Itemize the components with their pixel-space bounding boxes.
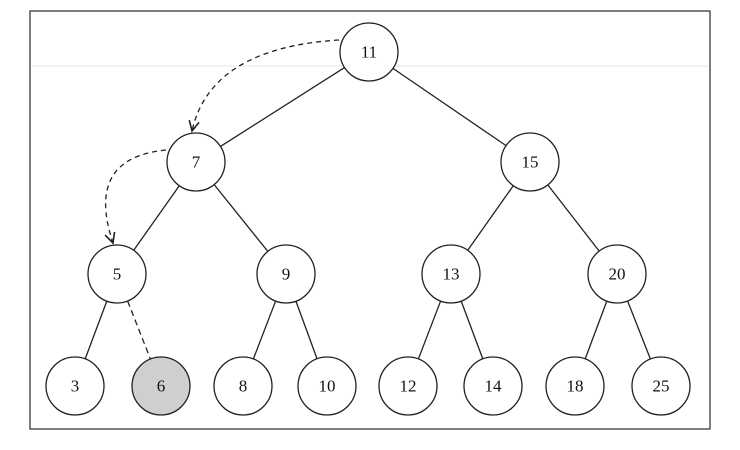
node-label: 14: [485, 377, 503, 396]
edge-n20-n25: [626, 300, 652, 360]
tree-node-7: 7: [166, 132, 226, 192]
tree-node-5: 5: [87, 244, 147, 304]
node-circle: [631, 356, 691, 416]
node-circle: [339, 22, 399, 82]
node-circle: [545, 356, 605, 416]
tree-node-15: 15: [500, 132, 560, 192]
edge-n15-n20: [547, 184, 600, 252]
node-circle: [213, 356, 273, 416]
node-circle: [297, 356, 357, 416]
node-circle: [87, 244, 147, 304]
edge-n7-n5: [133, 185, 180, 251]
tree-node-13: 13: [421, 244, 481, 304]
diagram-frame: [29, 10, 711, 430]
node-circle: [421, 244, 481, 304]
node-circle: [587, 244, 647, 304]
nodes-layer: 11 7 15 5 9 13 20 3 6 8 10 12 14 18 25: [45, 22, 691, 416]
tree-node-20: 20: [587, 244, 647, 304]
node-label: 8: [239, 377, 248, 396]
arrowhead-icon: [188, 119, 200, 133]
edge-n20-n18: [584, 300, 608, 360]
edge-n15-n13: [467, 185, 514, 251]
edge-n13-n14: [460, 300, 484, 360]
tree-node-25: 25: [631, 356, 691, 416]
edge-n7-n9: [213, 184, 269, 252]
node-circle: [166, 132, 226, 192]
node-label: 20: [609, 265, 626, 284]
edges-layer: [84, 67, 652, 360]
edge-n5-n6: [126, 300, 152, 360]
tree-node-12: 12: [378, 356, 438, 416]
node-label: 5: [113, 265, 122, 284]
tree-node-11: 11: [339, 22, 399, 82]
edge-n11-n7: [220, 67, 345, 147]
edge-n13-n12: [417, 300, 442, 360]
edge-n9-n8: [252, 300, 277, 360]
node-circle: [500, 132, 560, 192]
node-circle: [256, 244, 316, 304]
tree-node-6: 6: [131, 356, 191, 416]
edge-n5-n3: [84, 300, 108, 360]
arrowhead-icon: [104, 231, 116, 245]
node-label: 12: [400, 377, 417, 396]
node-circle: [45, 356, 105, 416]
edge-n11-n15: [392, 67, 507, 147]
tree-node-14: 14: [463, 356, 523, 416]
node-label: 15: [522, 153, 539, 172]
node-label: 11: [361, 43, 377, 62]
node-label: 18: [567, 377, 584, 396]
node-circle: [378, 356, 438, 416]
node-label: 25: [653, 377, 670, 396]
node-circle: [131, 356, 191, 416]
node-label: 9: [282, 265, 291, 284]
node-label: 13: [443, 265, 460, 284]
node-label: 7: [192, 153, 201, 172]
search-arrow-n7-n5: [105, 149, 167, 244]
node-label: 3: [71, 377, 80, 396]
node-label: 6: [157, 377, 166, 396]
tree-node-18: 18: [545, 356, 605, 416]
tree-node-10: 10: [297, 356, 357, 416]
edge-n9-n10: [295, 301, 318, 359]
tree-node-9: 9: [256, 244, 316, 304]
tree-node-8: 8: [213, 356, 273, 416]
search-arrow-n11-n7: [191, 39, 340, 132]
search-path-arrows: [104, 39, 340, 245]
node-label: 10: [319, 377, 336, 396]
tree-node-3: 3: [45, 356, 105, 416]
node-circle: [463, 356, 523, 416]
